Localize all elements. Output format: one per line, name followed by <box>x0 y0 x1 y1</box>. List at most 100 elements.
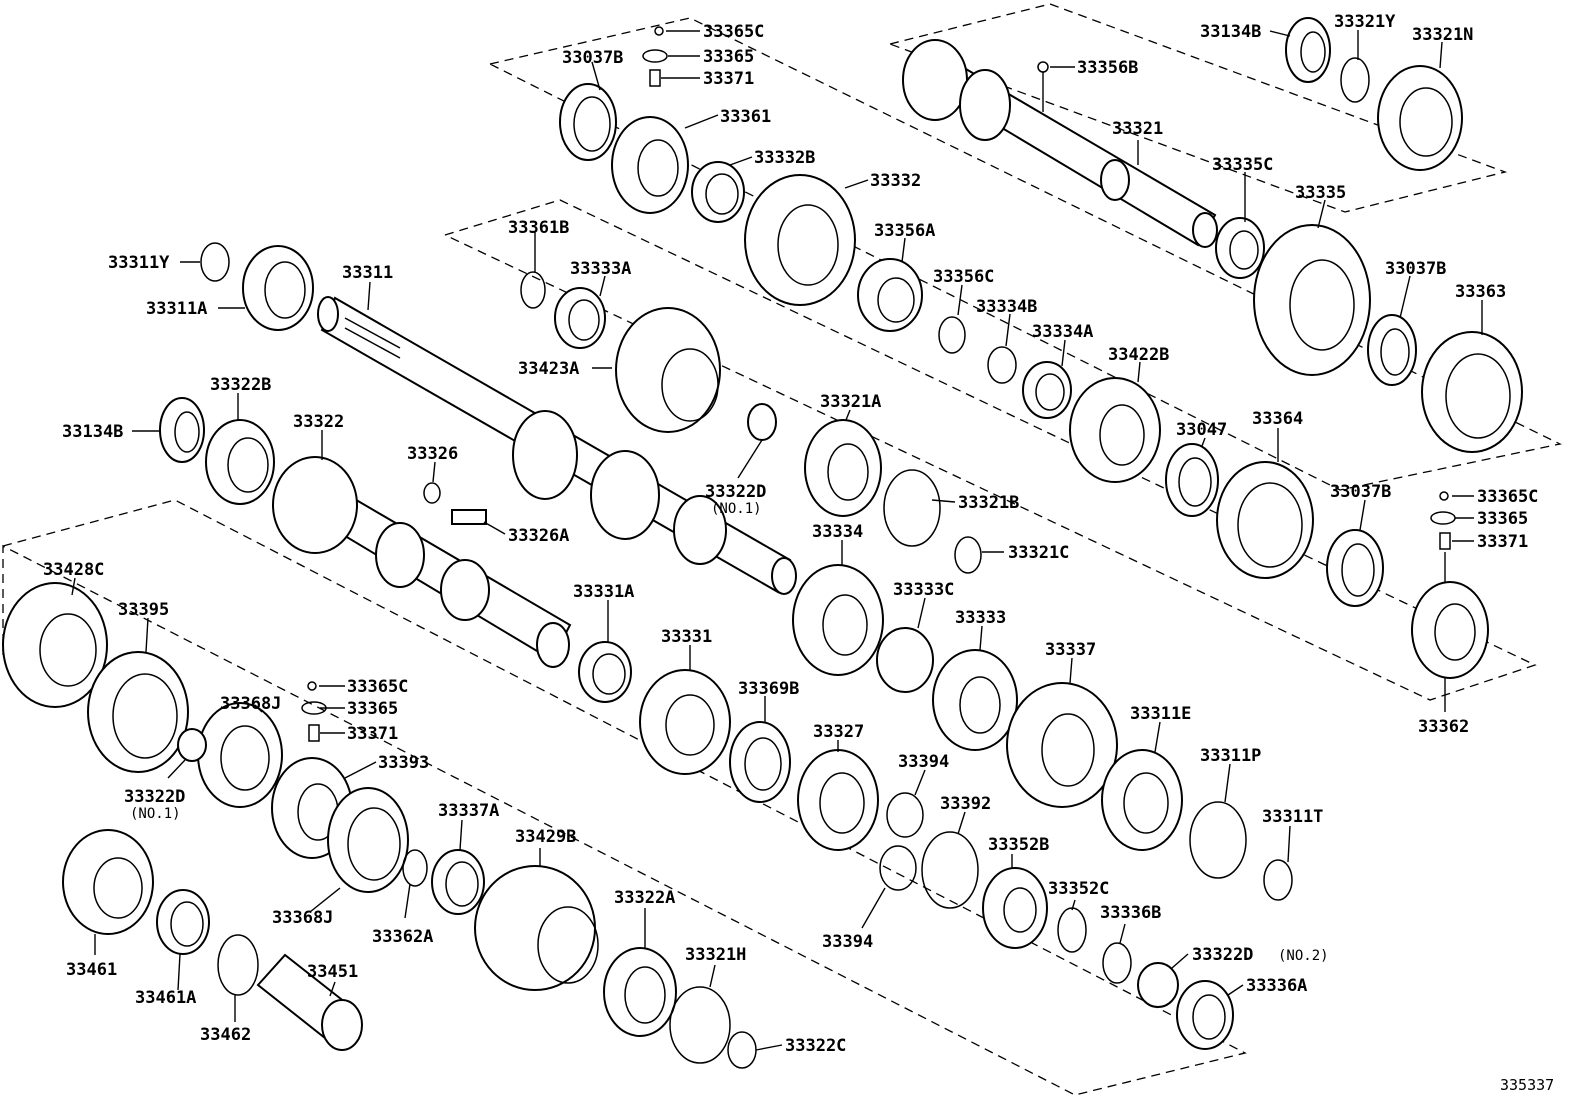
label-33361: 33361 <box>720 107 771 127</box>
label-33428C: 33428C <box>43 560 104 580</box>
label-33037B: 33037B <box>1330 482 1391 502</box>
gear-33337 <box>1006 682 1118 808</box>
label-33321H: 33321H <box>685 945 746 965</box>
label-33368J: 33368J <box>272 908 333 928</box>
label-33335C: 33335C <box>1212 155 1273 175</box>
label-33322: 33322 <box>293 412 344 432</box>
snap-ring-33361B <box>520 271 546 309</box>
label-33461: 33461 <box>66 960 117 980</box>
label-33369B: 33369B <box>738 679 799 699</box>
gear-33333 <box>932 649 1018 751</box>
thrust-washer-33134B-left <box>159 397 205 463</box>
label-33134B: 33134B <box>1200 22 1261 42</box>
label-33331: 33331 <box>661 627 712 647</box>
label-33321N: 33321N <box>1412 25 1473 45</box>
label-33134B: 33134B <box>62 422 123 442</box>
ring-33368J-lower <box>327 787 409 893</box>
label-33363: 33363 <box>1455 282 1506 302</box>
snap-ring-33322C <box>727 1031 757 1069</box>
key-33394-top <box>886 792 924 838</box>
washer-33326 <box>423 482 441 504</box>
snap-ring-33311T <box>1263 859 1293 901</box>
label-33311Y: 33311Y <box>108 253 170 273</box>
label-33311P: 33311P <box>1200 746 1261 766</box>
collar-33333C <box>876 627 934 693</box>
label-33392: 33392 <box>940 794 991 814</box>
hub-33327 <box>797 749 879 851</box>
label-33334A: 33334A <box>1032 322 1093 342</box>
ring-33047 <box>1165 443 1219 517</box>
snap-ring-33356C <box>938 316 966 354</box>
bearing-33311A <box>242 245 314 331</box>
collar-33356A <box>857 258 923 332</box>
washer-33462 <box>217 934 259 996</box>
needle-bearing-33461A <box>156 889 210 955</box>
detent-33365C-33365-33371-top <box>642 26 668 87</box>
label-33371: 33371 <box>703 69 754 89</box>
leader-lines <box>71 30 1483 1051</box>
label-33362A: 33362A <box>372 927 433 947</box>
label-33322D-sub: (NO.1) <box>130 806 181 822</box>
group-boundary-top-right <box>889 3 1508 213</box>
label-33311E: 33311E <box>1130 704 1191 724</box>
bearing-33321A <box>804 419 882 517</box>
snap-ring-33362A <box>402 849 428 887</box>
gear-33334 <box>792 564 884 676</box>
snap-ring-33321B <box>883 469 941 547</box>
needle-bearing-33334A <box>1022 361 1072 419</box>
gear-33352B <box>982 867 1048 949</box>
label-33322C: 33322C <box>785 1036 846 1056</box>
needle-bearing-33337A <box>431 849 485 915</box>
group-boundary-bottom <box>2 499 1247 1096</box>
label-33322A: 33322A <box>614 888 675 908</box>
label-33321A: 33321A <box>820 392 881 412</box>
gear-33332 <box>744 174 856 306</box>
needle-bearing-33331A <box>578 641 632 703</box>
label-33327: 33327 <box>813 722 864 742</box>
label-33322D-sub: (NO.1) <box>711 501 762 517</box>
label-33371: 33371 <box>347 724 398 744</box>
gear-33335 <box>1253 224 1371 376</box>
needle-bearing-33335C <box>1215 217 1265 279</box>
label-33037B: 33037B <box>1385 259 1446 279</box>
snap-ring-33311P <box>1189 801 1247 879</box>
label-33356C: 33356C <box>933 267 994 287</box>
label-33394: 33394 <box>822 932 873 952</box>
label-33422B: 33422B <box>1108 345 1169 365</box>
label-33047: 33047 <box>1176 420 1227 440</box>
sleeve-33364 <box>1216 461 1314 579</box>
label-33332: 33332 <box>870 171 921 191</box>
group-boundary-top-center <box>489 17 1562 491</box>
label-33322D: 33322D <box>705 482 766 502</box>
gear-33331 <box>639 669 731 775</box>
gear-33422B <box>1069 377 1161 483</box>
label-33352C: 33352C <box>1048 879 1109 899</box>
gear-33429B <box>474 865 599 991</box>
label-33322D: 33322D <box>124 787 185 807</box>
gear-33423A <box>615 307 721 433</box>
detent-33365C-33365-33371-right <box>1430 491 1456 550</box>
label-33321C: 33321C <box>1008 543 1069 563</box>
label-33356A: 33356A <box>874 221 935 241</box>
bolt-33326A <box>451 509 487 525</box>
diagram-code: 335337 <box>1500 1076 1554 1094</box>
counter-shaft-33322 <box>272 456 572 668</box>
label-33423A: 33423A <box>518 359 579 379</box>
washer-33336B <box>1102 942 1132 984</box>
label-33337A: 33337A <box>438 801 499 821</box>
label-33334: 33334 <box>812 522 863 542</box>
shaft-33451 <box>256 953 363 1051</box>
ring-33369B <box>729 721 791 803</box>
label-33461A: 33461A <box>135 988 196 1008</box>
label-33311A: 33311A <box>146 299 207 319</box>
detent-33365C-33365-33371-left <box>301 681 327 742</box>
collar-33322D-top <box>747 403 777 441</box>
synchronizer-ring-33037B-top <box>559 83 617 161</box>
label-33371: 33371 <box>1477 532 1528 552</box>
label-33331A: 33331A <box>573 582 634 602</box>
label-33368J: 33368J <box>220 694 281 714</box>
label-33326: 33326 <box>407 444 458 464</box>
output-shaft-33321 <box>902 39 1218 248</box>
label-33326A: 33326A <box>508 526 569 546</box>
